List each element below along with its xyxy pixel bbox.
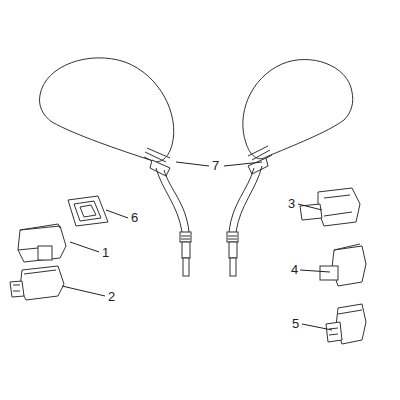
switch-4 <box>320 244 366 286</box>
callout-number: 7 <box>212 159 219 173</box>
switch-2 <box>10 266 64 300</box>
callout-number: 6 <box>131 211 138 225</box>
leader-lines <box>62 162 332 330</box>
callout-number: 2 <box>108 290 115 304</box>
switch-cover <box>68 196 108 226</box>
callout-number: 5 <box>292 317 299 331</box>
callout-number: 3 <box>288 197 295 211</box>
callout-number: 1 <box>102 246 109 260</box>
callout-number: 4 <box>291 263 298 277</box>
switch-5 <box>326 304 366 344</box>
switch-1 <box>18 224 66 262</box>
right-mirror <box>227 60 353 276</box>
